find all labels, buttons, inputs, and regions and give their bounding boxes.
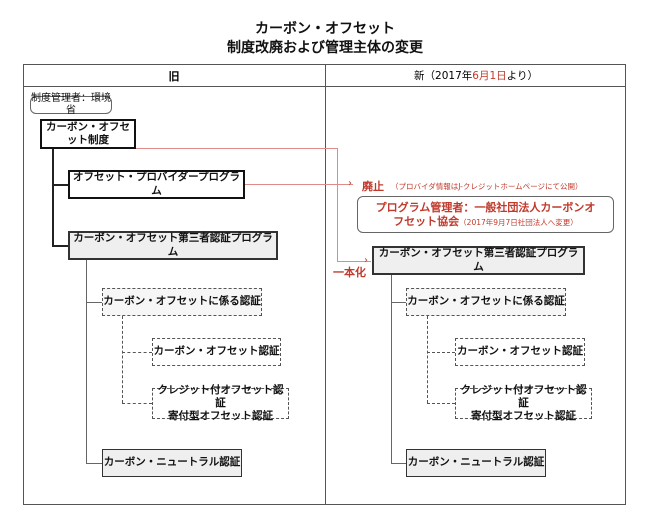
tree-line xyxy=(52,245,68,247)
old-manager-box: 制度管理者：環境省 xyxy=(30,92,112,116)
arrow-line xyxy=(337,148,338,262)
header-divider xyxy=(23,86,626,87)
tree-line xyxy=(391,302,406,303)
comparison-table xyxy=(23,64,626,505)
new-third-party-box: カーボン・オフセット第三者認証プログラム xyxy=(372,246,585,275)
program-manager-note: （2017年9月7日社団法人へ変更） xyxy=(459,217,578,227)
old-system-box: カーボン・オフセット制度 xyxy=(40,119,136,149)
tree-line xyxy=(427,316,428,403)
abolished-label: 廃止 xyxy=(362,180,384,193)
new-credit-cert-box: クレジット付オフセット認証寄付型オフセット認証 xyxy=(455,384,592,422)
tree-line xyxy=(122,316,123,403)
abolish-arrow xyxy=(245,184,353,185)
header-new-prefix: 新（2017年 xyxy=(414,70,473,82)
header-old: 旧 xyxy=(168,70,180,83)
tree-line xyxy=(122,352,152,353)
new-related-box: カーボン・オフセットに係る認証 xyxy=(406,288,566,316)
arrow-line xyxy=(136,148,338,149)
new-neutral-box: カーボン・ニュートラル認証 xyxy=(406,449,546,477)
tree-line xyxy=(427,403,455,404)
unified-label: 一本化 xyxy=(333,266,366,279)
title-line2: 制度改廃および管理主体の変更 xyxy=(227,40,423,56)
tree-line xyxy=(122,403,152,404)
old-provider-box: オフセット・プロバイダープログラム xyxy=(68,170,245,199)
tree-line xyxy=(52,184,68,186)
new-credit-cert-line1: クレジット付オフセット認証 xyxy=(460,383,587,409)
program-manager-label: プログラム管理者：一般社団法人カーボンオフセット協会 xyxy=(375,201,596,228)
header-new: 新（2017年6月1日より） xyxy=(326,68,626,83)
header-new-suffix: より） xyxy=(506,70,538,82)
unify-arrow xyxy=(337,261,371,262)
old-neutral-box: カーボン・ニュートラル認証 xyxy=(102,449,242,477)
program-manager-box: プログラム管理者：一般社団法人カーボンオフセット協会（2017年9月7日社団法人… xyxy=(357,196,614,233)
tree-line xyxy=(86,302,102,303)
old-related-box: カーボン・オフセットに係る認証 xyxy=(102,288,262,316)
arrow-head-icon: › xyxy=(348,178,352,189)
old-credit-cert-box: クレジット付オフセット認証寄付型オフセット認証 xyxy=(152,384,289,422)
abolished-note: （プロバイダ情報はJ-クレジットホームページにて公開） xyxy=(391,182,583,191)
tree-line xyxy=(427,352,455,353)
tree-line xyxy=(52,149,54,246)
tree-line xyxy=(86,260,87,463)
header-new-date: 6月1日 xyxy=(472,70,507,82)
old-credit-cert-line1: クレジット付オフセット認証 xyxy=(157,383,284,409)
old-third-party-box: カーボン・オフセット第三者認証プログラム xyxy=(68,231,278,260)
tree-line xyxy=(391,463,406,464)
new-offset-cert-box: カーボン・オフセット認証 xyxy=(455,338,585,366)
new-credit-cert-line2: 寄付型オフセット認証 xyxy=(471,410,576,423)
old-offset-cert-box: カーボン・オフセット認証 xyxy=(152,338,281,366)
title-line1: カーボン・オフセット xyxy=(255,21,395,37)
arrow-head-icon: › xyxy=(364,255,368,266)
tree-line xyxy=(391,275,392,463)
tree-line xyxy=(86,463,102,464)
column-divider xyxy=(325,64,326,505)
old-credit-cert-line2: 寄付型オフセット認証 xyxy=(168,410,273,423)
